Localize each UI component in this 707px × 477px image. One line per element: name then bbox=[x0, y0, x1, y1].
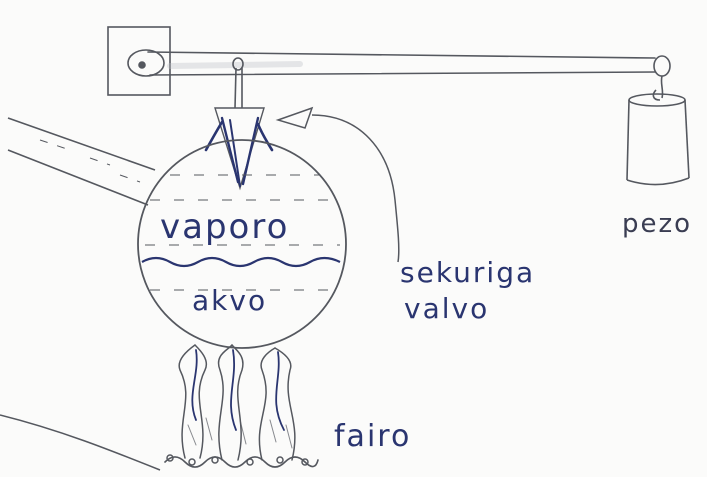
steam-label: vaporo bbox=[160, 207, 289, 247]
safety-valve-label-1: sekuriga bbox=[400, 256, 535, 289]
weight-label: pezo bbox=[622, 209, 692, 239]
water-label: akvo bbox=[192, 284, 267, 317]
safety-valve-label-2: valvo bbox=[404, 292, 489, 325]
fire-label: fairo bbox=[334, 419, 411, 454]
